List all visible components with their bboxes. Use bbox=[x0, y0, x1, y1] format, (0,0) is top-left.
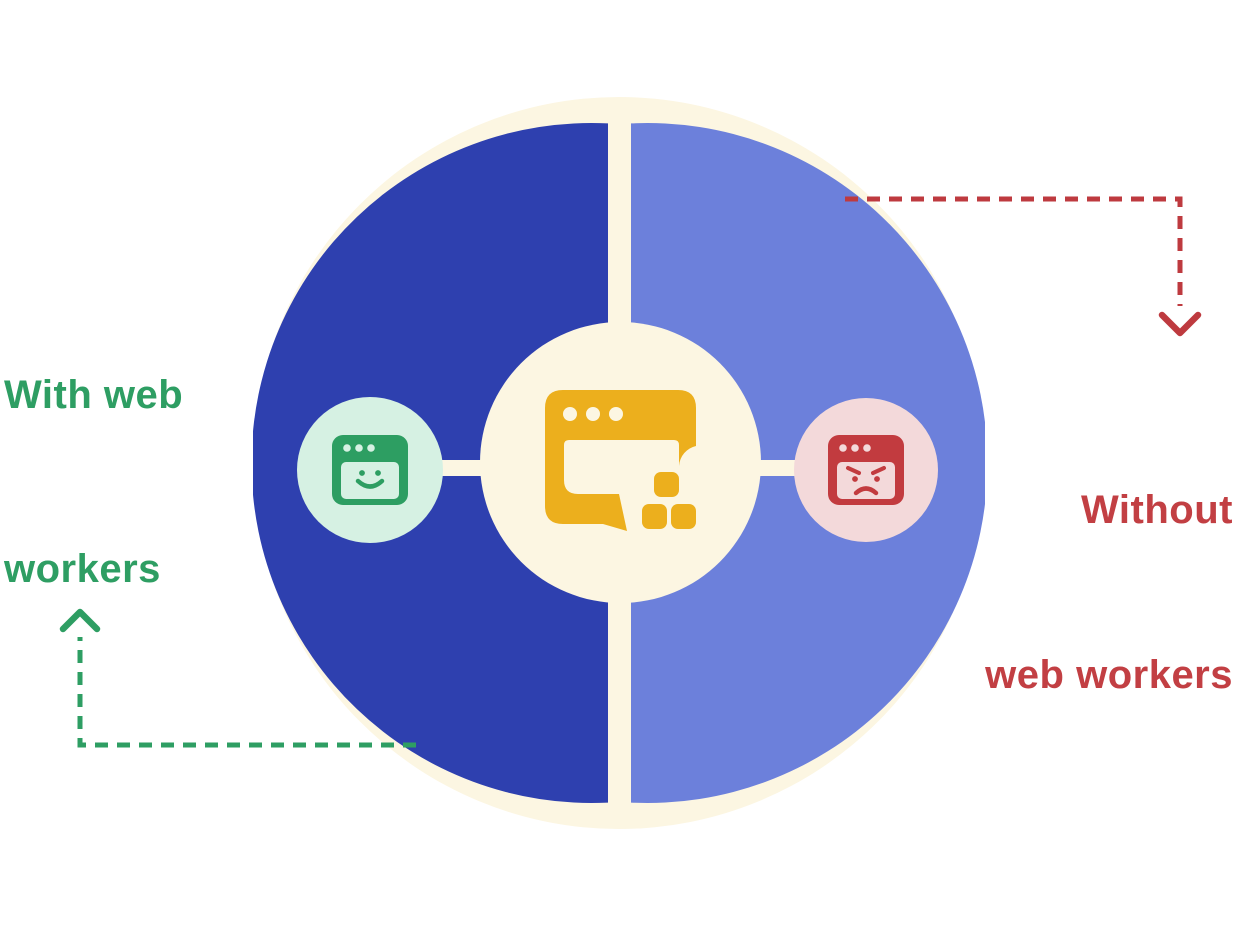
worker-block bbox=[670, 504, 696, 529]
browser-dot bbox=[863, 444, 871, 452]
window-dot bbox=[608, 407, 623, 421]
window-dot bbox=[562, 407, 577, 421]
browser-viewport bbox=[341, 462, 399, 499]
label-line: Without bbox=[1081, 488, 1233, 532]
browser-dot bbox=[839, 444, 847, 452]
browser-dot bbox=[343, 444, 351, 452]
smile-mouth bbox=[355, 478, 385, 489]
browser-dot bbox=[851, 444, 859, 452]
worker-block bbox=[653, 472, 679, 497]
happy-eye bbox=[375, 470, 381, 476]
happy-browser-icon bbox=[332, 435, 408, 505]
center-hub bbox=[480, 322, 761, 603]
window-frame bbox=[544, 390, 696, 531]
with-web-workers-label: With web workers bbox=[4, 250, 183, 714]
happy-browser-node bbox=[297, 397, 443, 543]
angry-browser-icon bbox=[828, 435, 904, 505]
angry-eyebrows bbox=[846, 466, 886, 475]
angry-eye bbox=[874, 476, 880, 482]
happy-eye bbox=[359, 470, 365, 476]
red-arrowhead-down-icon bbox=[1158, 311, 1202, 337]
angry-browser-node bbox=[794, 398, 938, 542]
browser-dot bbox=[355, 444, 363, 452]
browser-viewport bbox=[837, 462, 895, 499]
angry-eye bbox=[852, 476, 858, 482]
frown-mouth bbox=[853, 486, 879, 496]
label-line: workers bbox=[4, 547, 161, 591]
browser-dot bbox=[367, 444, 375, 452]
label-line: web workers bbox=[985, 653, 1233, 697]
worker-block bbox=[641, 504, 667, 529]
window-dot bbox=[585, 407, 600, 421]
label-line: With web bbox=[4, 373, 184, 417]
web-app-window-icon bbox=[544, 390, 696, 531]
without-web-workers-label: Without web workers bbox=[985, 373, 1233, 813]
